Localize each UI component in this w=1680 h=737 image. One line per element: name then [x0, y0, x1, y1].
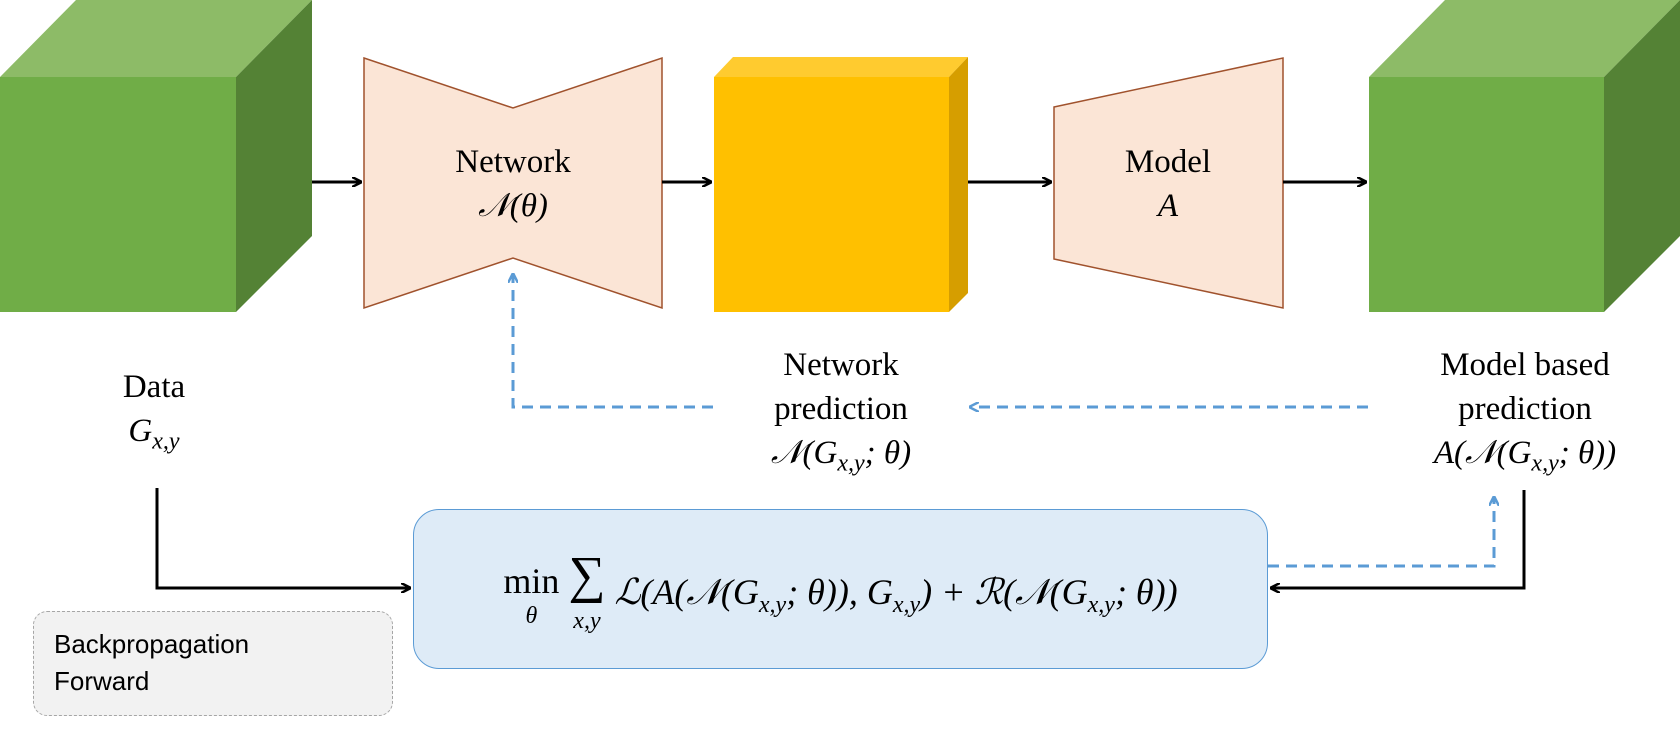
legend-forward-label: Forward — [54, 666, 150, 696]
network-prediction-line2: prediction — [774, 391, 908, 427]
sum-operator: ∑ — [568, 547, 606, 604]
model-block — [1053, 57, 1284, 309]
model-symbol: A — [1157, 188, 1179, 224]
model-label: Model A — [1068, 140, 1268, 228]
sum-subscript: x,y — [573, 608, 601, 634]
loss-terms: ℒ(A(𝒩(Gx,y; θ)), Gx,y) + ℛ(𝒩(Gx,y; θ)) — [614, 571, 1178, 619]
min-operator: min — [503, 561, 560, 601]
forward-arrow-data-to-loss — [155, 488, 410, 588]
model-prediction-symbol: A(𝒩(Gx,y; θ)) — [1433, 435, 1617, 477]
network-prediction-label: Network prediction 𝒩(Gx,y; θ) — [711, 343, 971, 486]
network-label: Network 𝒩(θ) — [413, 140, 613, 228]
loss-formula: min θ ∑ x,y ℒ(A(𝒩(Gx,y; θ)), Gx,y) + ℛ(𝒩… — [414, 550, 1267, 639]
min-subscript: θ — [525, 603, 538, 629]
network-prediction-line1: Network — [783, 347, 899, 383]
network-block — [363, 56, 663, 310]
network-prediction-cube — [714, 57, 968, 312]
network-name: Network — [455, 144, 571, 180]
network-symbol: 𝒩(θ) — [478, 188, 548, 224]
data-name: Data — [122, 369, 186, 405]
data-cube — [0, 0, 312, 312]
backprop-arrow-prediction-to-network — [513, 274, 713, 409]
data-symbol: Gx,y — [128, 413, 180, 455]
model-prediction-line2: prediction — [1458, 391, 1592, 427]
legend-box: Backpropagation Forward — [33, 611, 393, 716]
forward-arrow-output-to-loss — [1271, 490, 1526, 588]
legend-backprop-label: Backpropagation — [54, 629, 250, 659]
model-prediction-label: Model based prediction A(𝒩(Gx,y; θ)) — [1390, 343, 1660, 486]
loss-function-box: min θ ∑ x,y ℒ(A(𝒩(Gx,y; θ)), Gx,y) + ℛ(𝒩… — [413, 509, 1268, 669]
model-prediction-line1: Model based — [1440, 347, 1610, 383]
model-name: Model — [1124, 144, 1212, 180]
backprop-arrow-loss-to-output — [1268, 497, 1494, 568]
network-prediction-symbol: 𝒩(Gx,y; θ) — [770, 435, 912, 477]
model-prediction-cube — [1369, 0, 1680, 312]
data-label: Data Gx,y — [54, 365, 254, 464]
